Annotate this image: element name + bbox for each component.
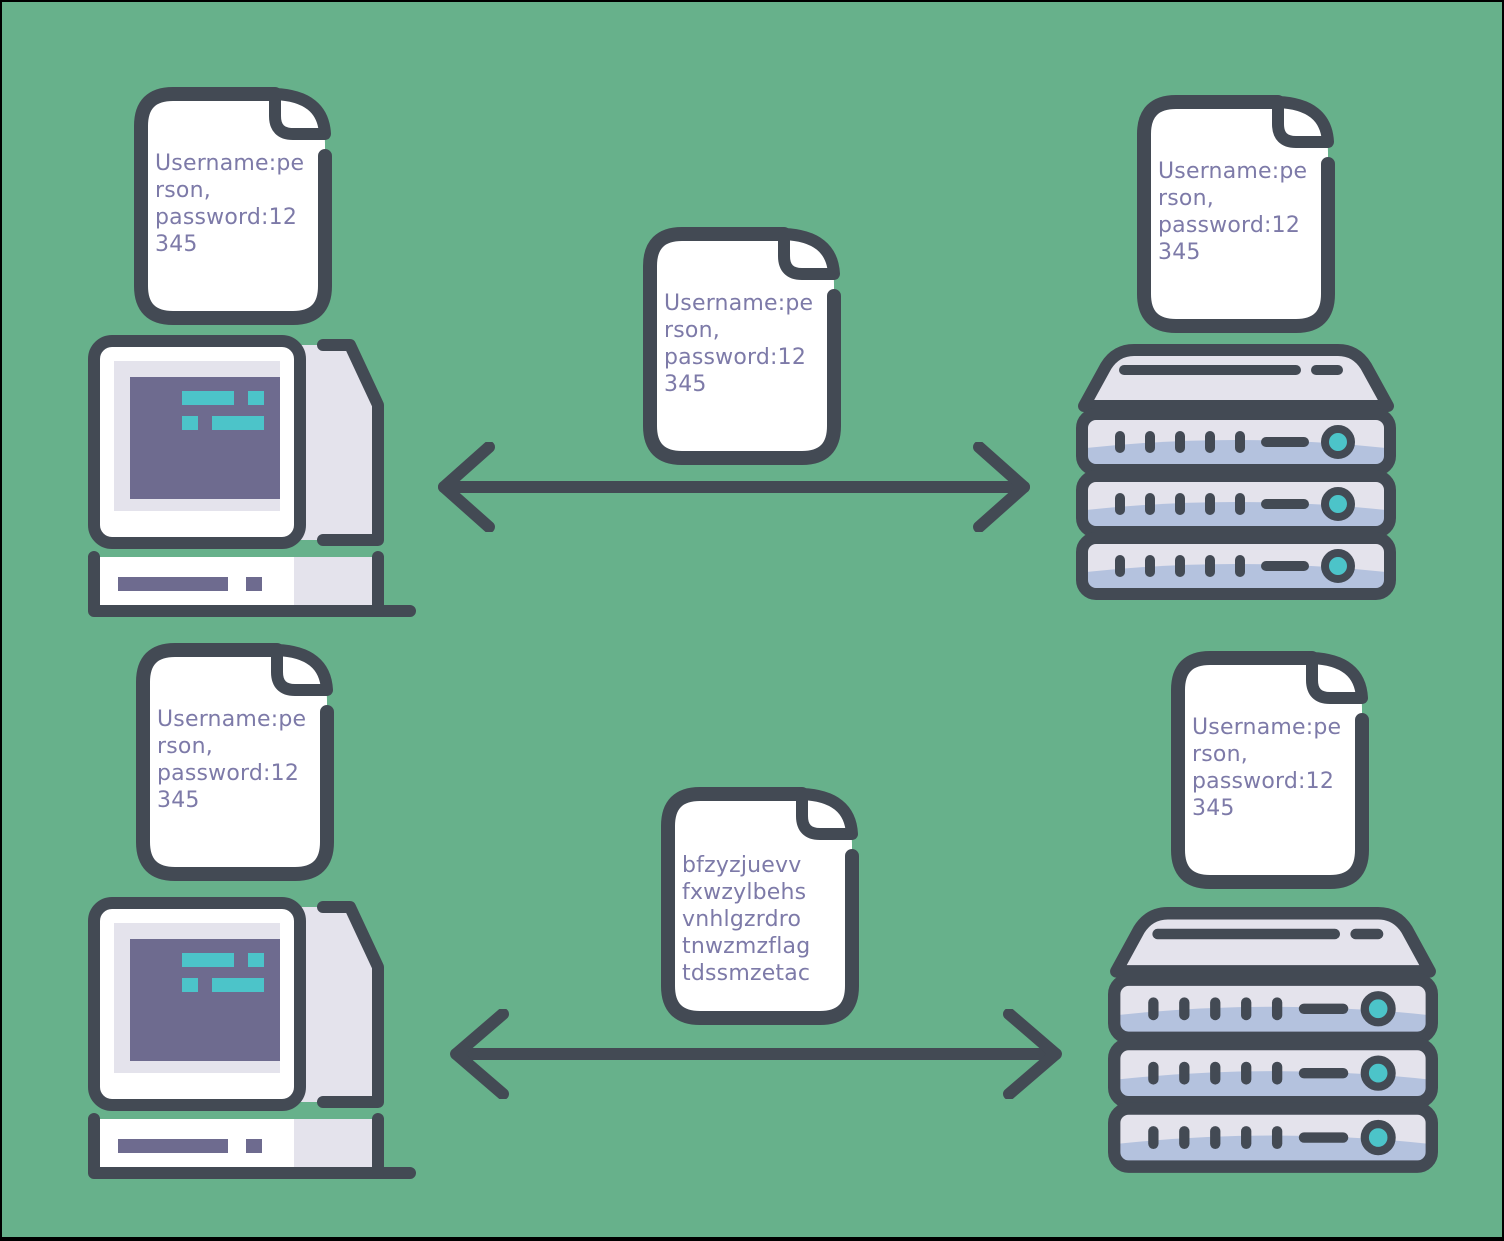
bottom-computer-icon <box>88 897 418 1187</box>
top-client-document-icon: Username:pe rson, password:12 345 <box>133 86 333 326</box>
bottom-server-icon <box>1108 907 1438 1177</box>
top-computer-icon <box>88 335 418 625</box>
top-server-document-icon: Username:pe rson, password:12 345 <box>1136 94 1336 334</box>
bottom-double-arrow-icon <box>446 1009 1066 1099</box>
top-transit-document-text: Username:pe rson, password:12 345 <box>664 291 814 397</box>
top-client-document-text: Username:pe rson, password:12 345 <box>155 151 305 257</box>
bottom-transit-document-text: bfzyzjuevv fxwzylbehs vnhlgzrdro tnwzmzf… <box>682 853 811 986</box>
bottom-client-document-text: Username:pe rson, password:12 345 <box>157 707 307 813</box>
bottom-server-document-text: Username:pe rson, password:12 345 <box>1192 715 1342 821</box>
top-server-icon <box>1076 344 1396 604</box>
top-transit-document-icon: Username:pe rson, password:12 345 <box>642 226 842 466</box>
top-server-document-text: Username:pe rson, password:12 345 <box>1158 159 1308 265</box>
bottom-server-document-icon: Username:pe rson, password:12 345 <box>1170 650 1370 890</box>
top-double-arrow-icon <box>434 442 1034 532</box>
bottom-transit-document-icon: bfzyzjuevv fxwzylbehs vnhlgzrdro tnwzmzf… <box>660 786 860 1026</box>
bottom-client-document-icon: Username:pe rson, password:12 345 <box>135 642 335 882</box>
